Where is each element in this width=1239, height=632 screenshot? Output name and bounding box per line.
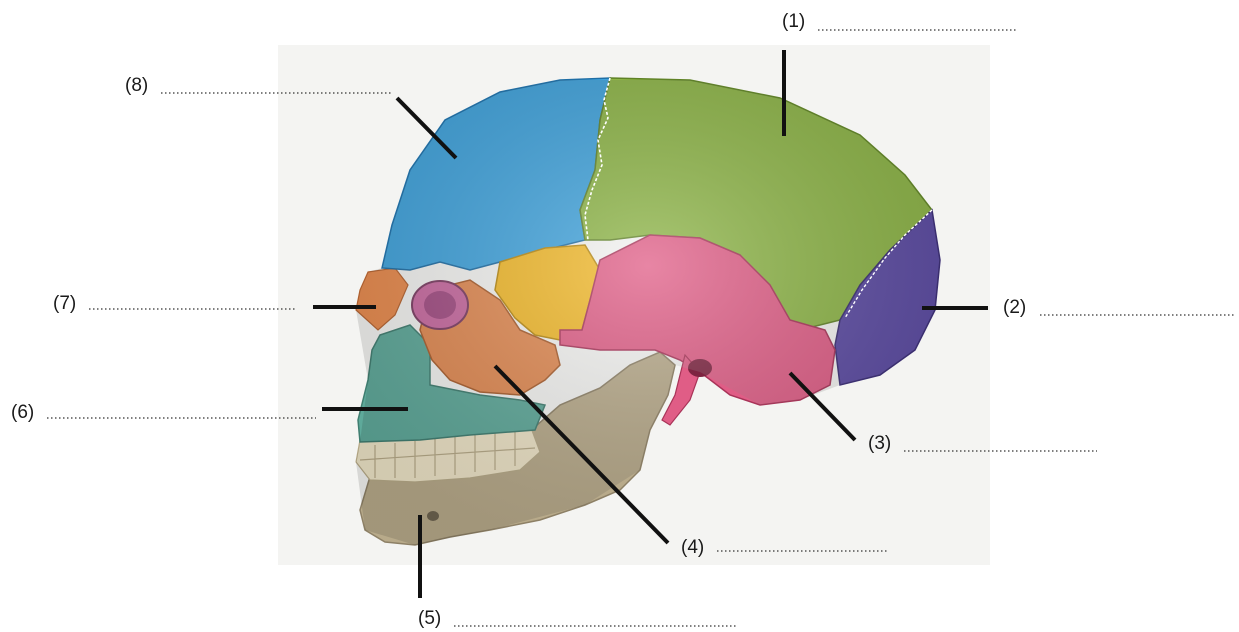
- label-7-text: (7): [53, 293, 76, 314]
- label-5: (5): [418, 608, 736, 629]
- label-2-text: (2): [1003, 297, 1026, 318]
- label-1-text: (1): [782, 11, 805, 32]
- label-1: (1): [782, 11, 1017, 32]
- label-6: (6): [11, 402, 316, 423]
- label-8-text: (8): [125, 75, 148, 96]
- label-3-text: (3): [868, 433, 891, 454]
- label-6-text: (6): [11, 402, 34, 423]
- label-2: (2): [1003, 297, 1234, 318]
- label-7: (7): [53, 293, 297, 314]
- label-5-text: (5): [418, 608, 441, 629]
- label-4-text: (4): [681, 537, 704, 558]
